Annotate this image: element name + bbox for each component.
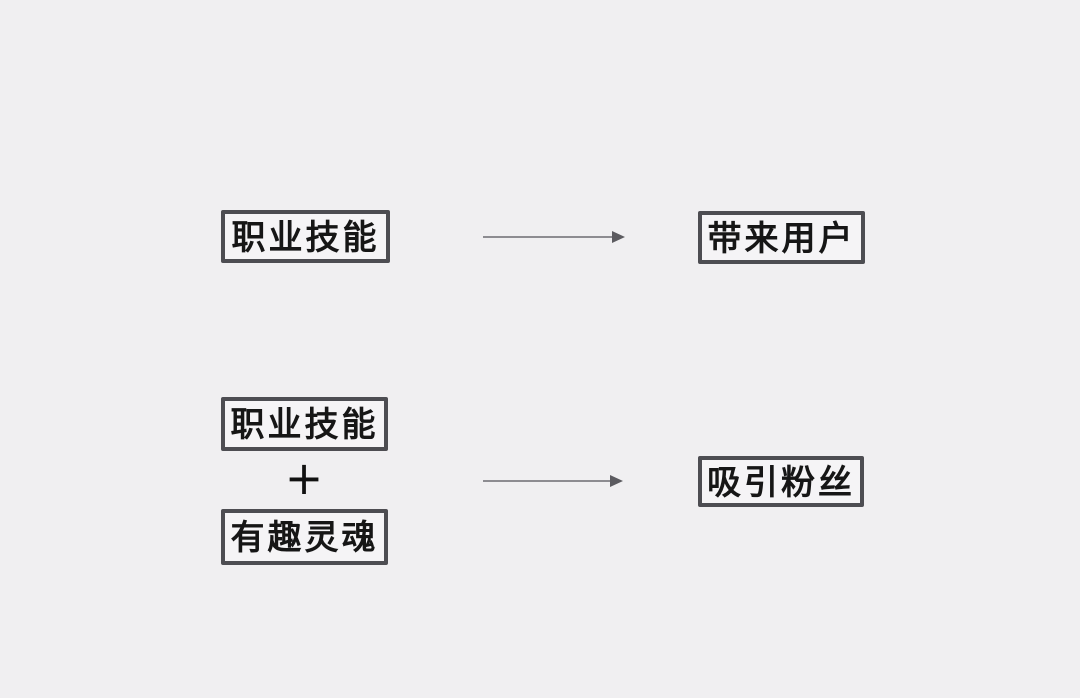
node-label: 带来用户 xyxy=(707,218,856,259)
arrow-head-icon xyxy=(612,231,625,243)
node-professional-skills-top: 职业技能 xyxy=(221,210,390,263)
arrow-head-icon xyxy=(610,475,623,487)
arrow-skills-to-users xyxy=(483,231,625,243)
node-professional-skills-bottom: 职业技能 xyxy=(221,397,388,451)
node-label: 吸引粉丝 xyxy=(707,462,855,503)
arrow-line xyxy=(483,236,616,238)
node-bring-users: 带来用户 xyxy=(698,211,865,264)
node-attract-fans: 吸引粉丝 xyxy=(698,456,864,507)
node-label: 职业技能 xyxy=(230,405,379,445)
arrow-line xyxy=(483,480,614,482)
arrow-combo-to-fans xyxy=(483,475,623,487)
node-label: 有趣灵魂 xyxy=(230,518,379,558)
node-label: 职业技能 xyxy=(231,217,380,258)
plus-sign: + xyxy=(284,451,324,505)
node-interesting-soul: 有趣灵魂 xyxy=(221,509,388,565)
